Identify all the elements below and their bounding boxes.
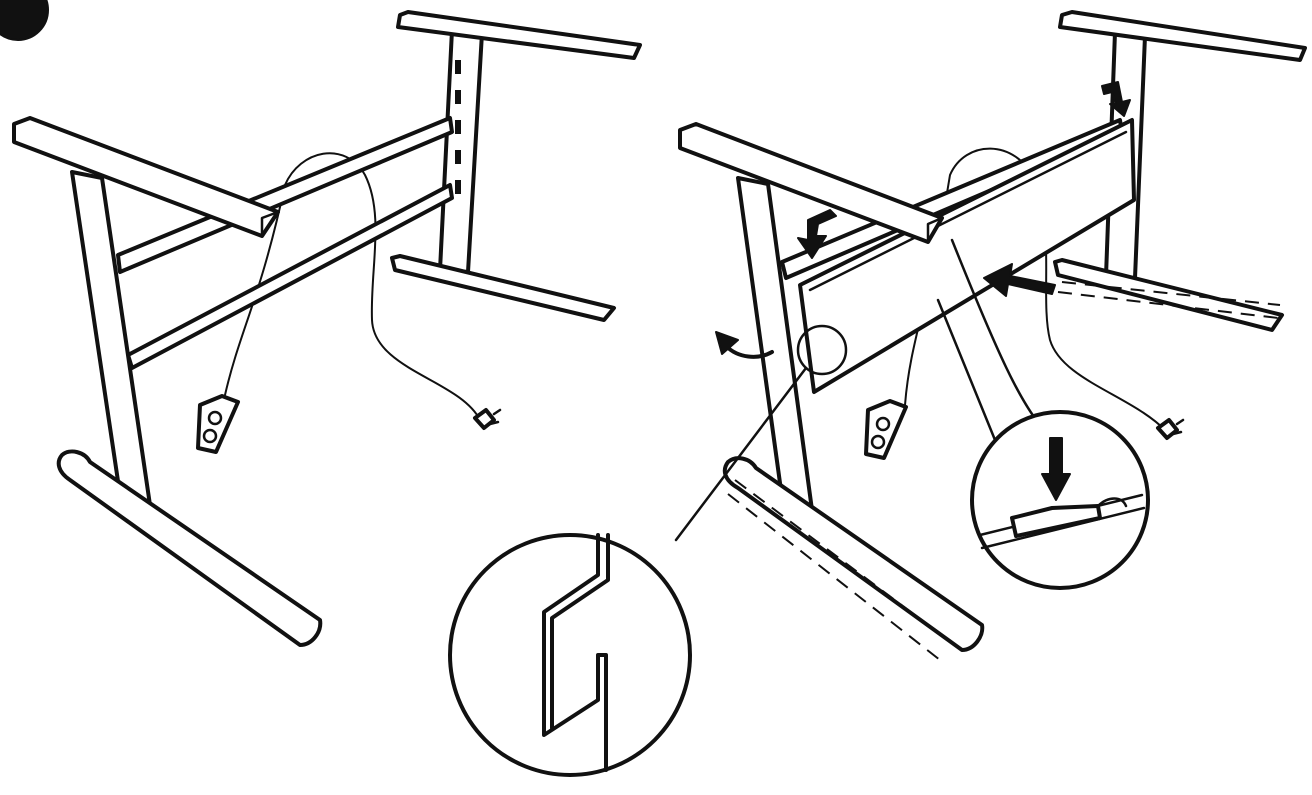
press-down-arrow-icon [1041,437,1071,501]
back-leg-top-rail [396,10,642,60]
front-leg-top-rail [12,116,280,238]
detail-leader [674,366,808,542]
back-leg-foot [390,254,616,322]
detail-marker [796,324,848,376]
step-number-badge-icon [0,0,49,41]
front-leg-foot [56,449,323,647]
power-strip-icon [864,399,908,460]
push-arrow-icon [797,209,837,259]
plug-icon [473,408,502,430]
back-leg-top-rail [1058,10,1307,62]
detail-leader [936,298,997,442]
front-leg-foot [722,456,985,652]
step-badge [0,0,49,41]
foot-movement-guide [1057,281,1281,319]
power-strip-icon [196,394,240,454]
push-arrow-icon [1101,81,1131,117]
press-detail-circle [970,410,1150,590]
clip-part [1010,504,1102,538]
push-arrow-icon [983,263,1056,297]
post-slots [455,60,461,194]
upper-crossbar [116,116,454,274]
right-frame [674,10,1307,661]
rotate-arrow-icon [715,331,774,359]
press-detail-callout [936,238,1150,590]
panel-hook-profile [542,533,610,772]
lower-crossbar [126,183,454,370]
hook-detail-circle [448,533,692,777]
hook-detail-callout [448,533,692,777]
plug-icon [1156,418,1185,440]
left-frame [12,10,642,647]
modesty-panel [798,118,1136,394]
